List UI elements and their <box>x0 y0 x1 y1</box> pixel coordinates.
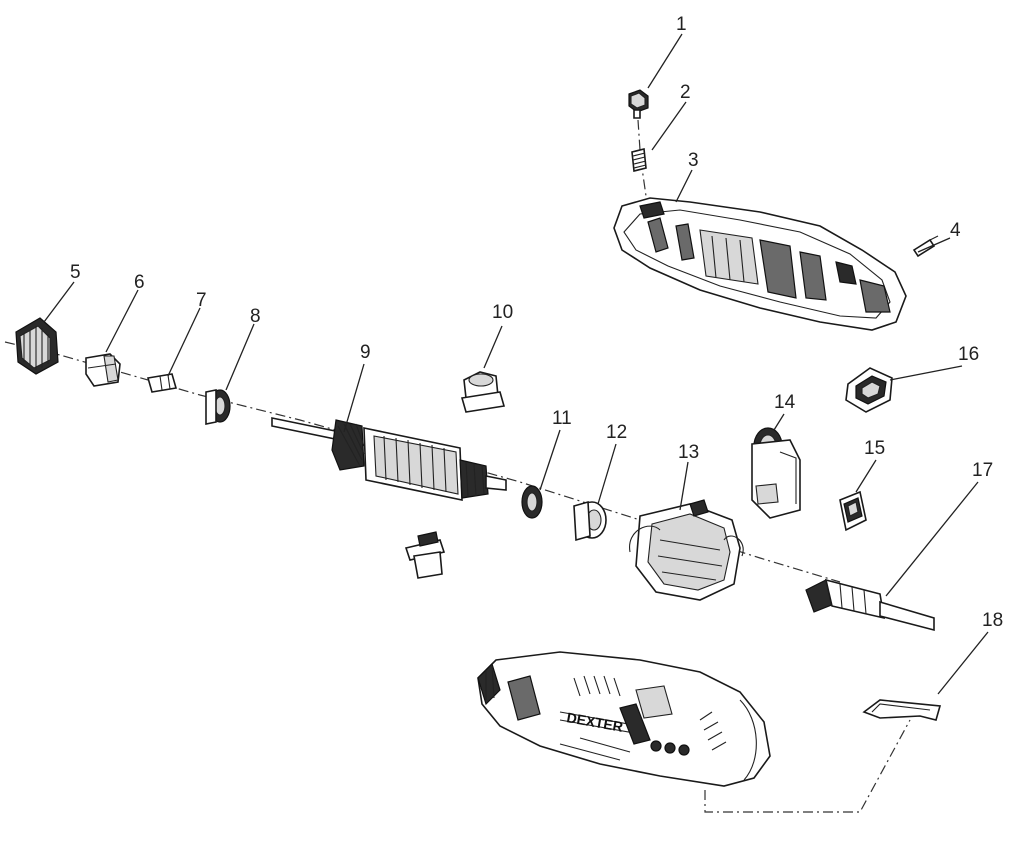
callout-labels: 1 2 3 4 5 6 7 8 9 10 11 12 13 14 15 16 1… <box>70 14 1003 631</box>
part-11-bearing <box>521 485 543 519</box>
callout-11: 11 <box>552 408 572 429</box>
part-7-pin <box>146 373 178 393</box>
leader-lines <box>43 33 989 695</box>
part-12-bearing <box>573 500 607 542</box>
callout-15: 15 <box>864 438 885 459</box>
part-16-button <box>845 367 893 413</box>
part-1-knob <box>628 89 649 119</box>
callout-12: 12 <box>606 422 627 443</box>
callout-16: 16 <box>958 344 979 365</box>
callout-2: 2 <box>680 82 691 103</box>
part-14-switch <box>751 427 801 519</box>
part-15-switch <box>839 490 867 532</box>
callout-10: 10 <box>492 302 513 323</box>
callout-7: 7 <box>196 290 207 311</box>
callout-13: 13 <box>678 442 699 463</box>
part-4-screw <box>912 235 939 258</box>
callout-18: 18 <box>982 610 1003 631</box>
part-10-brush-holder <box>460 371 506 413</box>
part-6-collet <box>85 353 121 387</box>
part-13-stator <box>629 499 744 601</box>
callout-9: 9 <box>360 342 371 363</box>
callout-5: 5 <box>70 262 81 283</box>
part-9-armature <box>271 417 507 501</box>
part-2-spring <box>631 148 647 172</box>
callout-1: 1 <box>676 14 687 35</box>
callout-3: 3 <box>688 150 699 171</box>
part-17-cord <box>805 578 935 632</box>
part-5-collet-nut <box>15 317 59 375</box>
brush-holder-lower <box>404 531 446 579</box>
callout-14: 14 <box>774 392 796 413</box>
callout-17: 17 <box>972 460 993 481</box>
callout-6: 6 <box>134 272 145 293</box>
assembled-rotary-tool: DEXTER <box>477 651 771 787</box>
callout-8: 8 <box>250 306 261 327</box>
part-18-hanger <box>862 699 942 721</box>
part-8-bearing <box>205 389 231 425</box>
callout-4: 4 <box>950 220 961 241</box>
part-3-housing-half <box>613 197 907 331</box>
